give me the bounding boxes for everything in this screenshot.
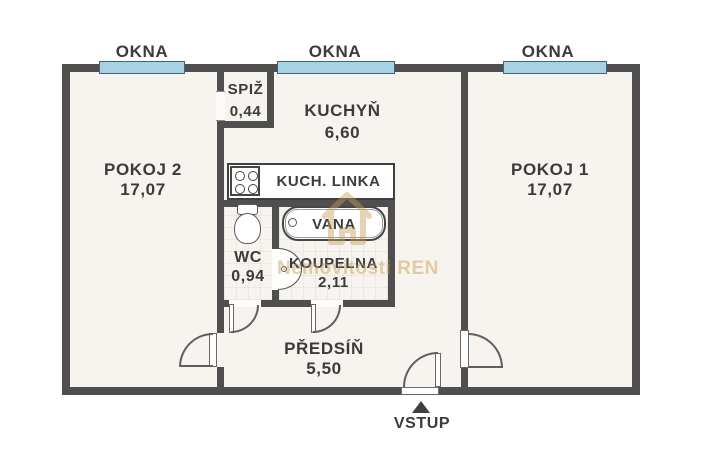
wall-segment-pokoj2-b [217,120,224,333]
watermark-name: Nemovitosti [277,258,392,279]
wall-segment-bath-bottom-3 [343,300,395,307]
okna-label-left: OKNA [115,42,169,61]
entrance-door-gap [401,387,439,395]
watermark-brand: REN [397,258,439,279]
wall-segment-spiz-bottom [217,121,274,128]
room-label-spiz: SPIŽ 0,44 [217,79,274,123]
stove-icon [230,166,260,196]
room-area: 2,11 [318,274,349,291]
wall-segment-pokoj1-a [461,72,468,330]
room-area: 17,07 [527,180,573,199]
wall-segment-bottom-right [439,387,640,395]
room-name: WC [234,249,262,266]
room-area: 0,44 [229,103,262,120]
wall-segment-bath-bottom-1 [224,300,229,307]
room-area: 0,94 [231,268,265,285]
spiz-door-opening [216,91,225,121]
wall-segment-pokoj2-a [217,72,224,92]
wall-segment-bath-right [388,200,395,307]
burner-icon [248,171,258,181]
room-label-kuchyn: KUCHYŇ 6,60 [224,100,461,144]
room-label-wc: WC 0,94 [224,248,272,286]
washbasin-drain-icon [281,266,287,272]
wall-segment-bath-top [224,200,395,207]
bathtub-icon [282,206,386,241]
wc-door-gap [229,300,261,307]
room-label-predsin: PŘEDSÍŇ 5,50 [244,339,404,379]
okna-label-middle: OKNA [308,42,362,61]
burner-icon [235,184,245,194]
room-name: SPIŽ [227,81,264,98]
okna-label-right: OKNA [521,42,575,61]
wall-segment-pokoj1-b [461,368,468,387]
room-name: POKOJ 1 [511,160,589,179]
wall-segment-left [62,64,70,395]
koupelna-door-gap [311,300,343,307]
burner-icon [235,171,245,181]
burner-icon [248,184,258,194]
window-marker-kuchyn [277,61,395,74]
entrance-arrow-icon [412,401,430,413]
room-name: KOUPELNA [289,255,378,272]
room-name: KUCHYŇ [304,101,381,120]
room-area: 6,60 [324,123,361,142]
window-marker-pokoj2 [99,61,185,74]
room-area: 5,50 [306,359,342,378]
wall-segment-right [632,64,640,395]
kitchen-unit-label: KUCH. LINKA [276,173,381,190]
room-name: POKOJ 2 [104,160,182,179]
toilet-bowl-icon [234,213,261,244]
house-logo-icon [322,192,372,245]
wall-segment-bath-bottom-2 [261,300,311,307]
window-marker-pokoj1 [503,61,607,74]
room-name: PŘEDSÍŇ [284,339,364,358]
wall-segment-spiz-right [267,72,274,128]
bathtub-label: VANA [312,216,356,233]
wall-segment-pokoj2-c [217,367,224,387]
room-label-pokoj1: POKOJ 1 17,07 [468,160,632,200]
entrance-label: VSTUP [393,415,451,432]
bathtub-inner [285,209,383,238]
wall-segment-bottom-left [62,387,401,395]
room-area: 17,07 [120,180,166,199]
room-label-pokoj2: POKOJ 2 17,07 [69,160,217,200]
washbasin-wall-gap [272,249,279,290]
room-label-koupelna: KOUPELNA 2,11 [279,254,388,292]
